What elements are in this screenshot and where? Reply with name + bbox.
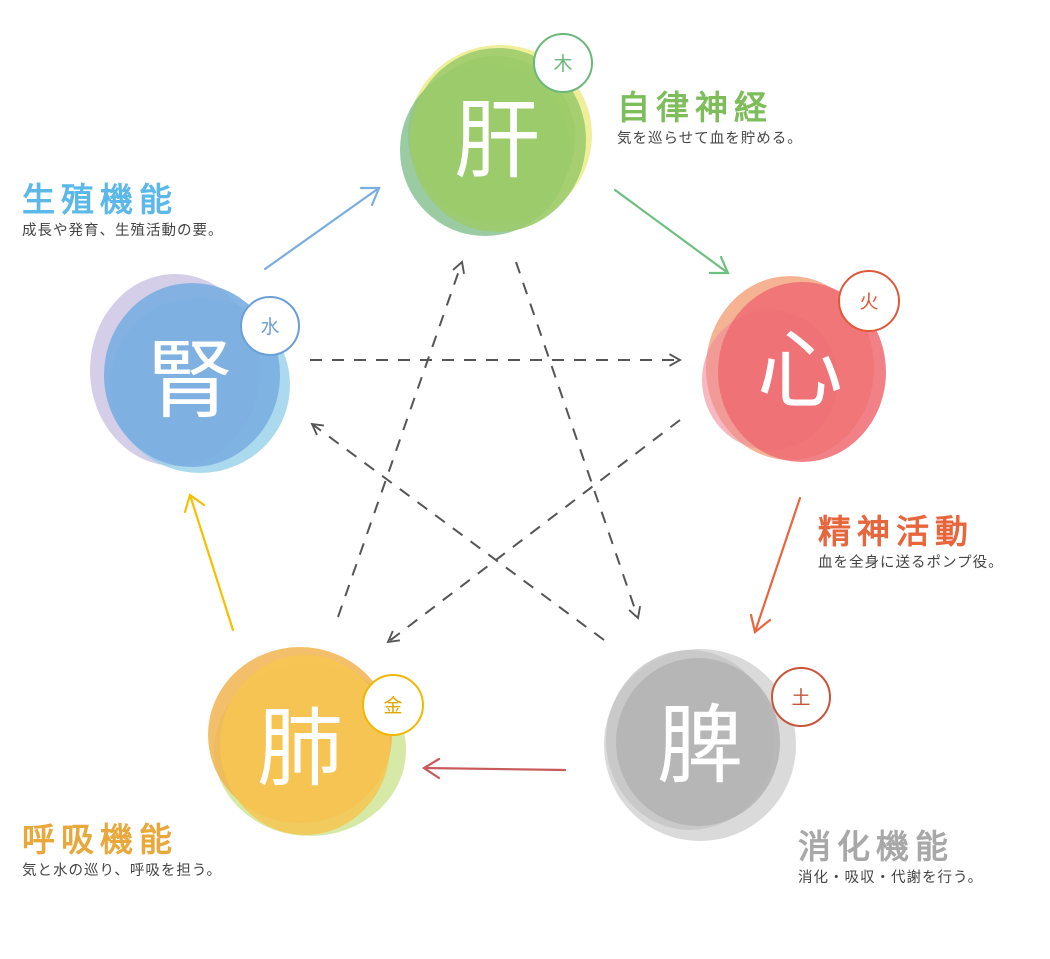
- spleen-char: 脾: [657, 696, 743, 796]
- dashed-arrow-heart-to-lung: [386, 419, 681, 644]
- dashed-arrow-lung-to-liver: [337, 260, 465, 618]
- spleen-function-desc: 消化・吸収・代謝を行う。: [798, 870, 984, 886]
- kidney-char: 腎: [147, 331, 233, 431]
- fire-element-label: 火: [859, 291, 878, 313]
- kidney-function-desc: 成長や発育、生殖活動の要。: [22, 223, 224, 239]
- liver-label: 自律神経 気を巡らせて血を貯める。: [617, 88, 803, 150]
- arrow-liver-to-heart: [613, 188, 730, 275]
- spleen-label: 消化機能 消化・吸収・代謝を行う。: [798, 827, 983, 889]
- heart-node: 心 火: [702, 270, 900, 462]
- dashed-arrow-liver-to-spleen: [515, 261, 642, 620]
- earth-element-label: 土: [791, 687, 810, 709]
- liver-function-title: 自律神経: [617, 88, 773, 127]
- lung-function-desc: 気と水の巡り、呼吸を担う。: [22, 863, 223, 879]
- arrow-spleen-to-lung: [421, 757, 567, 780]
- arrow-lung-to-kidney: [183, 493, 235, 632]
- heart-label: 精神活動 血を全身に送るポンプ役。: [818, 512, 1004, 574]
- arrow-kidney-to-liver: [263, 186, 381, 271]
- arrow-heart-to-spleen: [749, 496, 802, 634]
- liver-char: 肝: [454, 91, 540, 191]
- liver-function-desc: 気を巡らせて血を貯める。: [617, 131, 803, 147]
- spleen-node: 脾 土: [604, 649, 831, 841]
- controlling-cycle-arrows: [310, 260, 682, 644]
- spleen-function-title: 消化機能: [798, 827, 954, 866]
- lung-node: 肺 金: [208, 647, 424, 836]
- generating-cycle-arrows: [183, 186, 802, 780]
- dashed-arrow-spleen-to-kidney: [310, 422, 605, 641]
- liver-node: 肝 木: [400, 33, 593, 236]
- kidney-node: 腎 水: [90, 274, 300, 473]
- wood-element-label: 木: [553, 53, 572, 75]
- heart-function-title: 精神活動: [818, 512, 974, 551]
- kidney-label: 生殖機能 成長や発育、生殖活動の要。: [22, 180, 224, 242]
- heart-function-desc: 血を全身に送るポンプ役。: [818, 555, 1004, 571]
- water-element-label: 水: [260, 316, 279, 338]
- heart-char: 心: [757, 321, 843, 421]
- metal-element-label: 金: [383, 695, 402, 717]
- lung-function-title: 呼吸機能: [22, 820, 178, 859]
- lung-label: 呼吸機能 気と水の巡り、呼吸を担う。: [22, 820, 222, 882]
- lung-char: 肺: [257, 699, 343, 799]
- kidney-function-title: 生殖機能: [22, 180, 178, 219]
